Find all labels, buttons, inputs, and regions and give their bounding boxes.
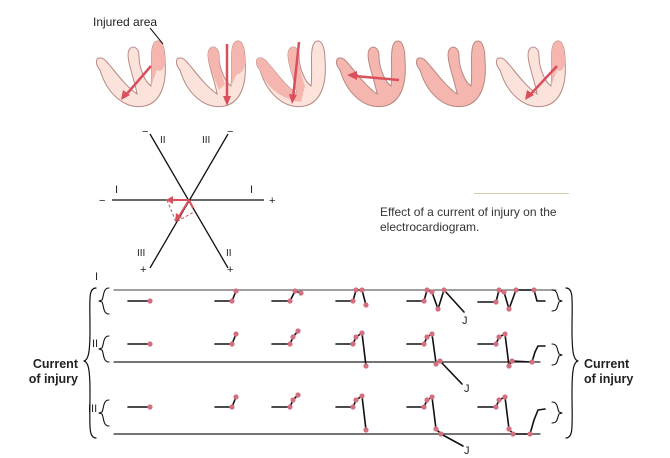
lead-II-waveforms <box>127 328 546 385</box>
svg-text:III: III <box>202 135 210 146</box>
brace-III <box>98 399 110 427</box>
j-point-label-I: J <box>462 315 468 327</box>
caption-rule <box>474 193 569 194</box>
svg-text:II: II <box>160 135 166 146</box>
heart-1 <box>95 40 166 108</box>
triaxial-reference: I I − + − II II + − III III + <box>99 126 275 276</box>
lead-II-label: II <box>92 338 98 350</box>
j-point-label-II: J <box>464 383 470 395</box>
j-point-label-III: J <box>464 445 470 457</box>
svg-text:−: − <box>227 126 233 138</box>
injured-area-label: Injured area <box>93 15 157 29</box>
heart-5 <box>415 40 486 108</box>
svg-text:+: + <box>227 264 233 276</box>
heart-3 <box>255 40 326 108</box>
brace-I <box>98 287 110 315</box>
svg-text:III: III <box>137 248 145 259</box>
hearts-row: Injured area <box>93 15 566 108</box>
svg-text:−: − <box>99 195 105 207</box>
lead-I-label: I <box>95 271 98 283</box>
svg-text:I: I <box>250 184 253 196</box>
resultant-vector <box>166 196 195 223</box>
svg-text:+: + <box>140 264 146 276</box>
injured-area-pointer <box>149 27 164 45</box>
svg-text:II: II <box>226 248 232 259</box>
brace-left-large <box>83 287 97 439</box>
svg-text:I: I <box>115 184 118 196</box>
heart-6 <box>495 40 566 108</box>
lead-I-waveforms <box>127 287 546 313</box>
svg-text:−: − <box>142 126 148 138</box>
lead-III-waveforms <box>127 392 546 447</box>
current-of-injury-right: Current of injury <box>584 357 634 386</box>
lead-III-label: III <box>88 403 97 415</box>
heart-2 <box>175 40 246 108</box>
brace-right-large <box>565 287 579 439</box>
svg-text:+: + <box>269 195 275 207</box>
current-of-injury-left: Current of injury <box>28 357 78 386</box>
ecg-grid: I II III J <box>83 271 579 457</box>
brace-II <box>98 335 110 363</box>
figure-caption: Effect of a current of injury on the ele… <box>380 205 557 234</box>
heart-4 <box>335 40 406 108</box>
